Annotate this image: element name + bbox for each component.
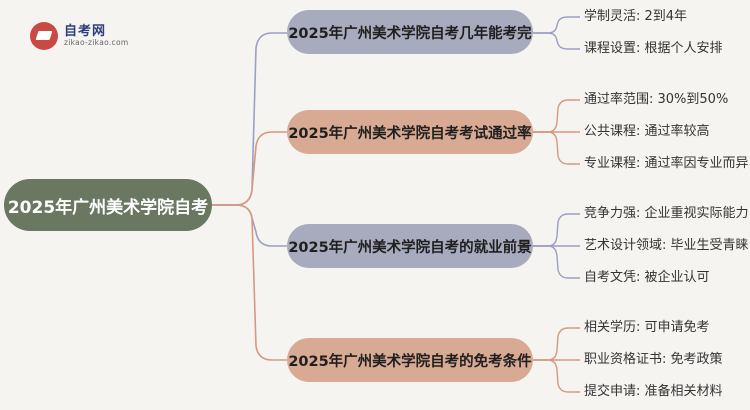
- leaf-node: 职业资格证书: 免考政策: [584, 352, 723, 367]
- connector-root-branch1: [212, 32, 287, 206]
- leaf-node: 自考文凭: 被企业认可: [584, 270, 710, 285]
- leaf-node: 竞争力强: 企业重视实际能力: [584, 206, 749, 221]
- leaf-node: 学制灵活: 2到4年: [584, 9, 688, 24]
- leaf-node: 课程设置: 根据个人安排: [584, 41, 723, 56]
- connector-b3-leaf1: [533, 213, 580, 247]
- leaf-node: 相关学历: 可申请免考: [584, 320, 710, 335]
- site-logo[interactable]: 自考网 zikao-zikao.com: [30, 18, 150, 52]
- connector-b3-leaf3: [533, 245, 580, 279]
- leaf-node: 艺术设计领域: 毕业生受青睐: [584, 238, 749, 253]
- connector-b1-leaf2: [533, 32, 580, 50]
- branch-node-exemption: 2025年广州美术学院自考的免考条件: [287, 338, 533, 382]
- leaf-node: 公共课程: 通过率较高: [584, 124, 710, 139]
- branch-node-duration: 2025年广州美术学院自考几年能考完: [287, 10, 533, 54]
- branch-node-employment: 2025年广州美术学院自考的就业前景: [287, 224, 533, 268]
- leaf-node: 通过率范围: 30%到50%: [584, 92, 729, 107]
- connector-b4-leaf1: [533, 327, 580, 361]
- connector-b4-leaf3: [533, 359, 580, 393]
- root-node: 2025年广州美术学院自考: [4, 179, 212, 231]
- graduation-cap-icon: [30, 22, 58, 50]
- branch-node-pass-rate: 2025年广州美术学院自考考试通过率: [287, 110, 533, 154]
- logo-title: 自考网: [64, 24, 107, 39]
- connector-b1-leaf1: [533, 16, 580, 34]
- leaf-node: 专业课程: 通过率因专业而异: [584, 156, 749, 171]
- logo-subtitle: zikao-zikao.com: [64, 38, 129, 47]
- leaf-node: 提交申请: 准备相关材料: [584, 384, 723, 399]
- connector-b2-leaf1: [533, 99, 580, 133]
- connector-root-branch4: [212, 204, 287, 361]
- connector-root-branch2: [212, 131, 287, 206]
- connector-b2-leaf3: [533, 131, 580, 165]
